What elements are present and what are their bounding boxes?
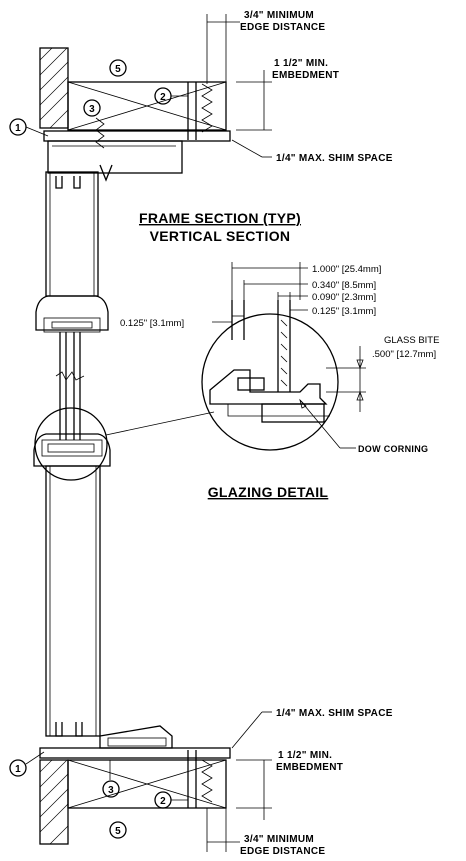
callout-3-bottom-label: 3 xyxy=(108,785,114,796)
glass-lite xyxy=(55,332,85,440)
bottom-sill-profile xyxy=(39,725,231,780)
glazing-dim-lines xyxy=(212,262,308,323)
bottom-wall xyxy=(39,759,69,845)
bottom-edge-distance-line1: 3/4" MINIMUM xyxy=(244,834,314,845)
sealant-label: DOW CORNING xyxy=(358,444,428,454)
glass-bite-value: .500" [12.7mm] xyxy=(372,349,436,360)
bottom-shim-note: 1/4" MAX. SHIM SPACE xyxy=(276,708,393,719)
lower-sash-profile xyxy=(33,433,111,467)
glazing-dim-2: 0.340" [8.5mm] xyxy=(312,280,376,291)
sealant-leader xyxy=(299,398,356,449)
callout-2-bottom-label: 2 xyxy=(160,796,166,807)
upper-sash-profile xyxy=(35,295,109,333)
top-edge-distance-line1: 3/4" MINIMUM xyxy=(244,10,314,21)
callout-5-bottom: 5 xyxy=(109,821,127,839)
glazing-dim-1: 1.000" [25.4mm] xyxy=(312,264,381,275)
glass-bite-label: GLASS BITE xyxy=(384,335,439,346)
top-shim-note: 1/4" MAX. SHIM SPACE xyxy=(276,153,393,164)
frame-section-title: FRAME SECTION (TYP) xyxy=(139,210,301,226)
top-embedment-line2: EMBEDMENT xyxy=(272,70,339,81)
bottom-sill-block xyxy=(67,759,227,809)
callout-1-bottom-label: 1 xyxy=(15,764,21,775)
top-embedment-line1: 1 1/2" MIN. xyxy=(274,58,328,69)
callout-1-bottom: 1 xyxy=(9,751,45,777)
callout-1-top-label: 1 xyxy=(15,123,21,134)
callout-3-bottom: 3 xyxy=(102,780,120,798)
callout-5-bottom-label: 5 xyxy=(115,826,121,837)
glazing-detail-title: GLAZING DETAIL xyxy=(208,484,329,500)
vertical-section-subtitle: VERTICAL SECTION xyxy=(150,228,291,244)
top-header-block xyxy=(67,81,227,131)
bottom-embedment-line1: 1 1/2" MIN. xyxy=(278,750,332,761)
glazing-dim-left: 0.125" [3.1mm] xyxy=(120,318,184,329)
bottom-edge-distance-line2: EDGE DISTANCE xyxy=(240,846,325,857)
top-edge-distance-dim xyxy=(206,14,240,84)
top-shim-leader xyxy=(231,139,272,158)
bottom-embedment-line2: EMBEDMENT xyxy=(276,762,343,773)
lower-frame-member xyxy=(45,465,101,737)
bottom-edge-distance-dim xyxy=(206,808,240,852)
callout-3-top-label: 3 xyxy=(89,104,95,115)
callout-1-top: 1 xyxy=(9,118,49,137)
bottom-embedment-dim xyxy=(236,759,272,820)
glazing-detail-circle xyxy=(201,313,339,451)
top-edge-distance-line2: EDGE DISTANCE xyxy=(240,22,325,33)
bottom-anchor-screws xyxy=(187,750,213,808)
glazing-detail-section xyxy=(209,300,330,423)
glass-bite-dim xyxy=(326,346,366,412)
top-anchor-screws xyxy=(95,82,213,149)
bottom-shim-leader xyxy=(231,711,272,749)
glazing-dim-4: 0.125" [3.1mm] xyxy=(312,306,376,317)
callout-2-bottom: 2 xyxy=(154,791,188,809)
callout-3-top: 3 xyxy=(83,99,101,117)
top-head-frame xyxy=(43,130,231,182)
callout-2-top-label: 2 xyxy=(160,92,166,103)
top-wall xyxy=(39,47,69,129)
callout-2-top: 2 xyxy=(154,87,188,105)
detail-circle xyxy=(34,407,215,481)
upper-frame-member xyxy=(45,171,99,297)
glazing-dim-3: 0.090" [2.3mm] xyxy=(312,292,376,303)
callout-5-top: 5 xyxy=(109,59,127,77)
callout-5-top-label: 5 xyxy=(115,64,121,75)
top-embedment-dim xyxy=(236,70,272,131)
